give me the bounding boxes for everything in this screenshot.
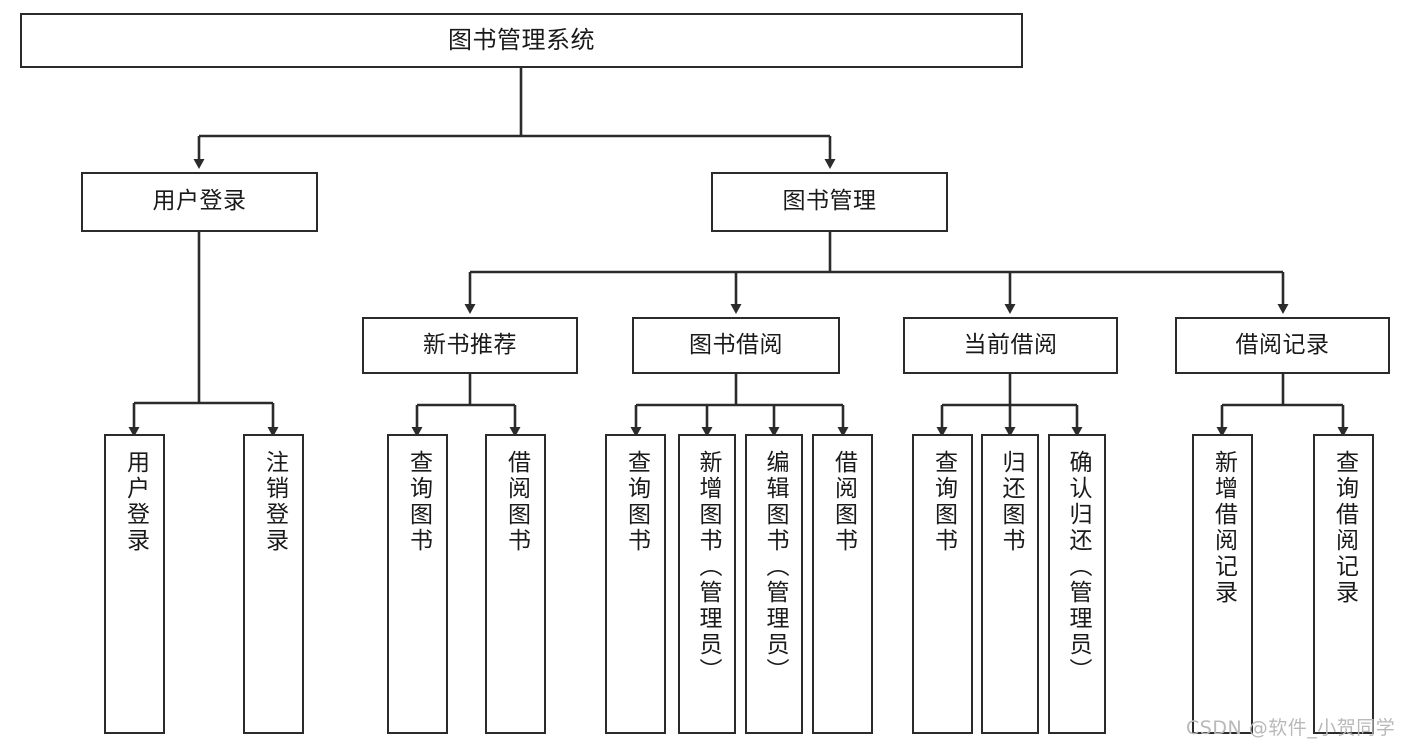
- node-leaf-query-borrow-record[interactable]: 查询借阅记录: [1313, 434, 1374, 734]
- node-new-book-recommend-label: 新书推荐: [423, 331, 517, 358]
- node-leaf-add-book-admin-label: 新增图书（管理员）: [694, 450, 721, 684]
- node-book-borrow-label: 图书借阅: [689, 331, 783, 358]
- node-leaf-borrow-book-1-label: 借阅图书: [503, 450, 530, 554]
- node-leaf-query-book-3[interactable]: 查询图书: [912, 434, 973, 734]
- node-leaf-edit-book-admin[interactable]: 编辑图书（管理员）: [745, 434, 803, 734]
- node-borrow-record[interactable]: 借阅记录: [1175, 317, 1390, 374]
- node-root-system[interactable]: 图书管理系统: [20, 13, 1023, 68]
- node-leaf-user-login-label: 用户登录: [122, 450, 149, 554]
- node-leaf-add-borrow-record-label: 新增借阅记录: [1210, 450, 1237, 606]
- node-book-manage-label: 图书管理: [782, 188, 877, 215]
- node-leaf-query-book-2-label: 查询图书: [623, 450, 650, 554]
- node-leaf-query-borrow-record-label: 查询借阅记录: [1331, 450, 1358, 606]
- node-leaf-confirm-return-admin[interactable]: 确认归还（管理员）: [1048, 434, 1106, 734]
- node-current-borrow-label: 当前借阅: [963, 331, 1058, 358]
- node-leaf-query-book-3-label: 查询图书: [930, 450, 957, 554]
- node-leaf-query-book-1-label: 查询图书: [405, 450, 432, 554]
- node-leaf-add-borrow-record[interactable]: 新增借阅记录: [1192, 434, 1253, 734]
- node-leaf-user-login[interactable]: 用户登录: [104, 434, 165, 734]
- node-leaf-query-book-2[interactable]: 查询图书: [605, 434, 666, 734]
- node-leaf-return-book[interactable]: 归还图书: [981, 434, 1039, 734]
- node-book-manage[interactable]: 图书管理: [711, 172, 948, 232]
- node-root-system-label: 图书管理系统: [448, 26, 595, 55]
- node-user-login[interactable]: 用户登录: [81, 172, 318, 232]
- node-leaf-edit-book-admin-label: 编辑图书（管理员）: [761, 450, 788, 684]
- node-book-borrow[interactable]: 图书借阅: [632, 317, 840, 374]
- node-leaf-logout-login[interactable]: 注销登录: [243, 434, 304, 734]
- node-leaf-logout-login-label: 注销登录: [261, 450, 288, 554]
- node-leaf-query-book-1[interactable]: 查询图书: [387, 434, 448, 734]
- node-leaf-confirm-return-admin-label: 确认归还（管理员）: [1064, 450, 1091, 684]
- node-leaf-add-book-admin[interactable]: 新增图书（管理员）: [678, 434, 736, 734]
- node-leaf-borrow-book-1[interactable]: 借阅图书: [485, 434, 546, 734]
- node-user-login-label: 用户登录: [152, 188, 247, 215]
- node-leaf-borrow-book-2-label: 借阅图书: [830, 450, 857, 554]
- node-leaf-borrow-book-2[interactable]: 借阅图书: [812, 434, 873, 734]
- node-new-book-recommend[interactable]: 新书推荐: [362, 317, 578, 374]
- node-current-borrow[interactable]: 当前借阅: [903, 317, 1118, 374]
- node-borrow-record-label: 借阅记录: [1235, 331, 1330, 358]
- node-leaf-return-book-label: 归还图书: [997, 450, 1024, 554]
